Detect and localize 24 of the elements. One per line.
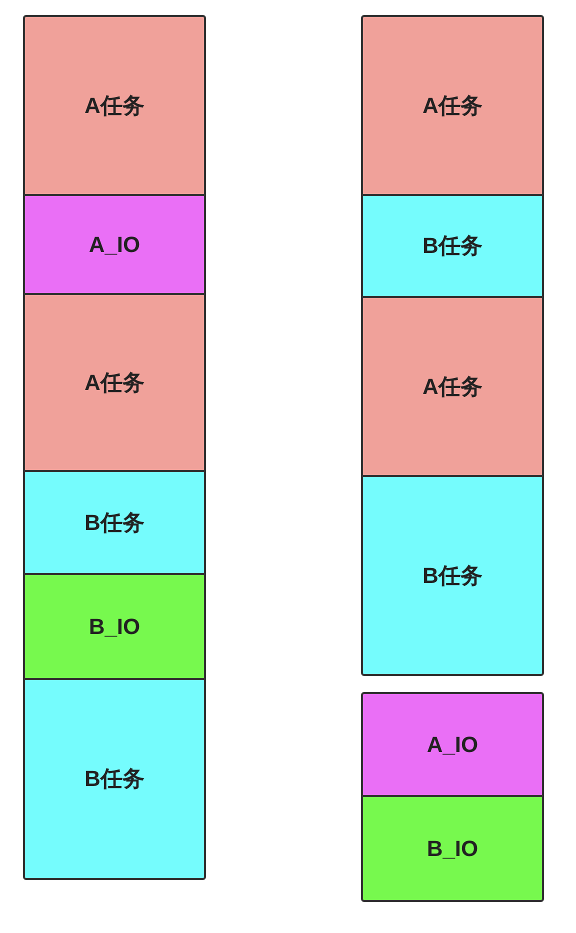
block-label: B_IO bbox=[426, 836, 478, 862]
block-label: A_IO bbox=[426, 732, 478, 758]
task-block bbox=[23, 15, 206, 196]
task-block bbox=[361, 795, 544, 902]
task-block bbox=[361, 194, 544, 298]
task-block bbox=[361, 475, 544, 676]
block-label: A_IO bbox=[88, 232, 140, 258]
task-block bbox=[23, 678, 206, 880]
block-label: B任务 bbox=[84, 508, 144, 536]
block-label: B任务 bbox=[84, 765, 144, 793]
task-block bbox=[23, 293, 206, 472]
task-block bbox=[23, 194, 206, 295]
block-label: B任务 bbox=[422, 232, 482, 260]
task-block bbox=[361, 15, 544, 196]
block-label: B任务 bbox=[422, 562, 482, 590]
block-label: B_IO bbox=[88, 614, 140, 640]
task-block bbox=[361, 296, 544, 477]
block-label: A任务 bbox=[422, 372, 482, 400]
task-block bbox=[23, 573, 206, 680]
block-label: A任务 bbox=[84, 92, 144, 120]
block-label: A任务 bbox=[84, 368, 144, 396]
task-block bbox=[23, 470, 206, 575]
task-block bbox=[361, 692, 544, 797]
block-label: A任务 bbox=[422, 92, 482, 120]
